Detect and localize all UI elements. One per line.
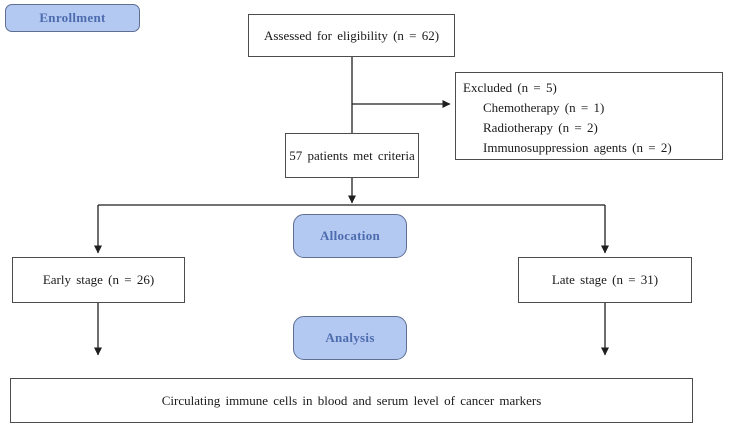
assessed-eligibility-box: Assessed for eligibility (n = 62) <box>248 14 455 57</box>
enrollment-badge: Enrollment <box>5 4 140 32</box>
excluded-item: Radiotherapy (n = 2) <box>483 120 598 135</box>
analysis-badge: Analysis <box>293 316 407 360</box>
outcome-box: Circulating immune cells in blood and se… <box>10 378 693 423</box>
excluded-title: Excluded (n = 5) <box>463 80 557 95</box>
excluded-item: Chemotherapy (n = 1) <box>483 100 605 115</box>
met-criteria-box: 57 patients met criteria <box>285 133 419 178</box>
excluded-item: Immunosuppression agents (n = 2) <box>483 140 672 155</box>
excluded-box: Excluded (n = 5) Chemotherapy (n = 1) Ra… <box>455 72 723 160</box>
allocation-badge: Allocation <box>293 214 407 258</box>
early-stage-box: Early stage (n = 26) <box>12 257 185 303</box>
excluded-list: Chemotherapy (n = 1) Radiotherapy (n = 2… <box>463 98 672 158</box>
late-stage-box: Late stage (n = 31) <box>518 257 692 303</box>
